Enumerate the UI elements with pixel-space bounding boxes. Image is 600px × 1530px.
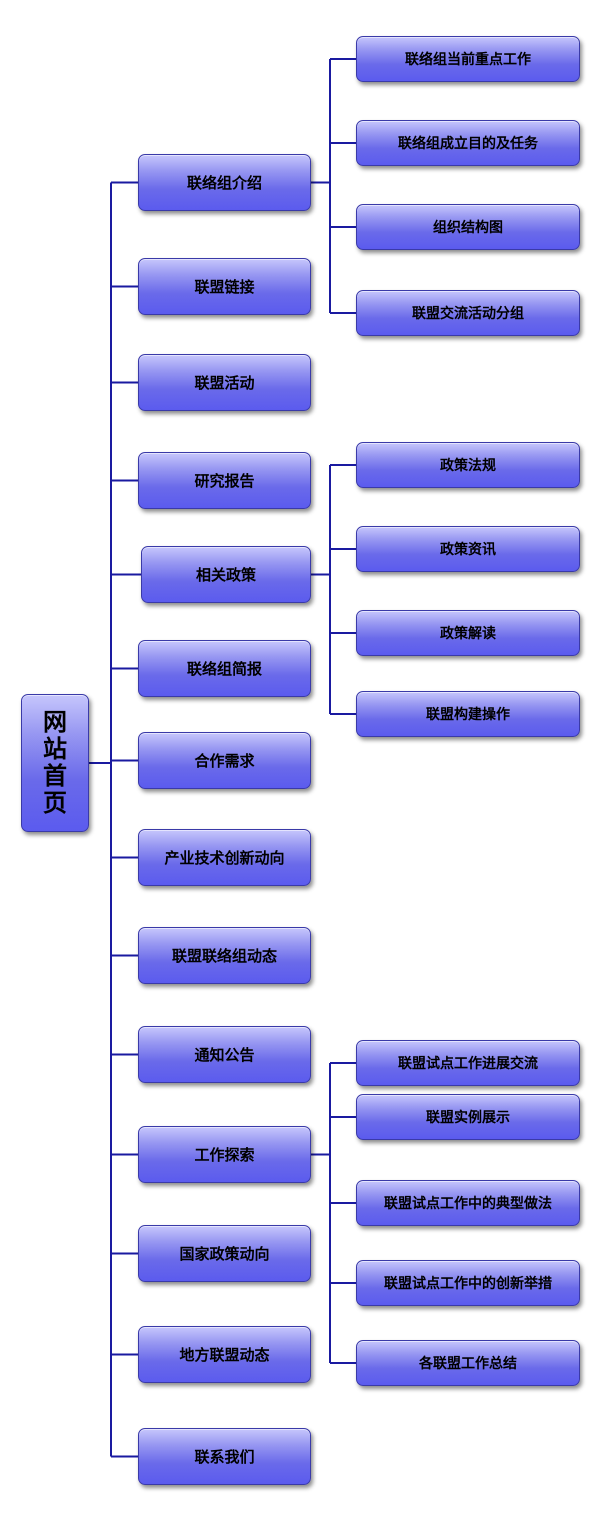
category-node-links[interactable]: 联盟链接	[138, 258, 311, 315]
subitem-node-policies-1[interactable]: 政策法规	[356, 442, 580, 488]
category-node-reports[interactable]: 研究报告	[138, 452, 311, 509]
category-node-policies[interactable]: 相关政策	[141, 546, 311, 603]
category-node-activities[interactable]: 联盟活动	[138, 354, 311, 411]
category-node-exploration[interactable]: 工作探索	[138, 1126, 311, 1183]
subitem-node-exploration-1[interactable]: 联盟试点工作进展交流	[356, 1040, 580, 1086]
subitem-node-policies-3[interactable]: 政策解读	[356, 610, 580, 656]
category-node-industry[interactable]: 产业技术创新动向	[138, 829, 311, 886]
category-node-local-news[interactable]: 地方联盟动态	[138, 1326, 311, 1383]
category-node-cooperation[interactable]: 合作需求	[138, 732, 311, 789]
subitem-node-policies-2[interactable]: 政策资讯	[356, 526, 580, 572]
category-node-intro[interactable]: 联络组介绍	[138, 154, 311, 211]
subitem-node-exploration-2[interactable]: 联盟实例展示	[356, 1094, 580, 1140]
subitem-node-exploration-3[interactable]: 联盟试点工作中的典型做法	[356, 1180, 580, 1226]
subitem-node-intro-4[interactable]: 联盟交流活动分组	[356, 290, 580, 336]
category-node-national-policy[interactable]: 国家政策动向	[138, 1225, 311, 1282]
category-node-briefing[interactable]: 联络组简报	[138, 640, 311, 697]
subitem-node-exploration-5[interactable]: 各联盟工作总结	[356, 1340, 580, 1386]
subitem-node-policies-4[interactable]: 联盟构建操作	[356, 691, 580, 737]
subitem-node-exploration-4[interactable]: 联盟试点工作中的创新举措	[356, 1260, 580, 1306]
category-node-notices[interactable]: 通知公告	[138, 1026, 311, 1083]
root-node-home[interactable]: 网站首页	[21, 694, 89, 832]
subitem-node-intro-3[interactable]: 组织结构图	[356, 204, 580, 250]
category-node-alliance-news[interactable]: 联盟联络组动态	[138, 927, 311, 984]
subitem-node-intro-2[interactable]: 联络组成立目的及任务	[356, 120, 580, 166]
subitem-node-intro-1[interactable]: 联络组当前重点工作	[356, 36, 580, 82]
category-node-contact[interactable]: 联系我们	[138, 1428, 311, 1485]
